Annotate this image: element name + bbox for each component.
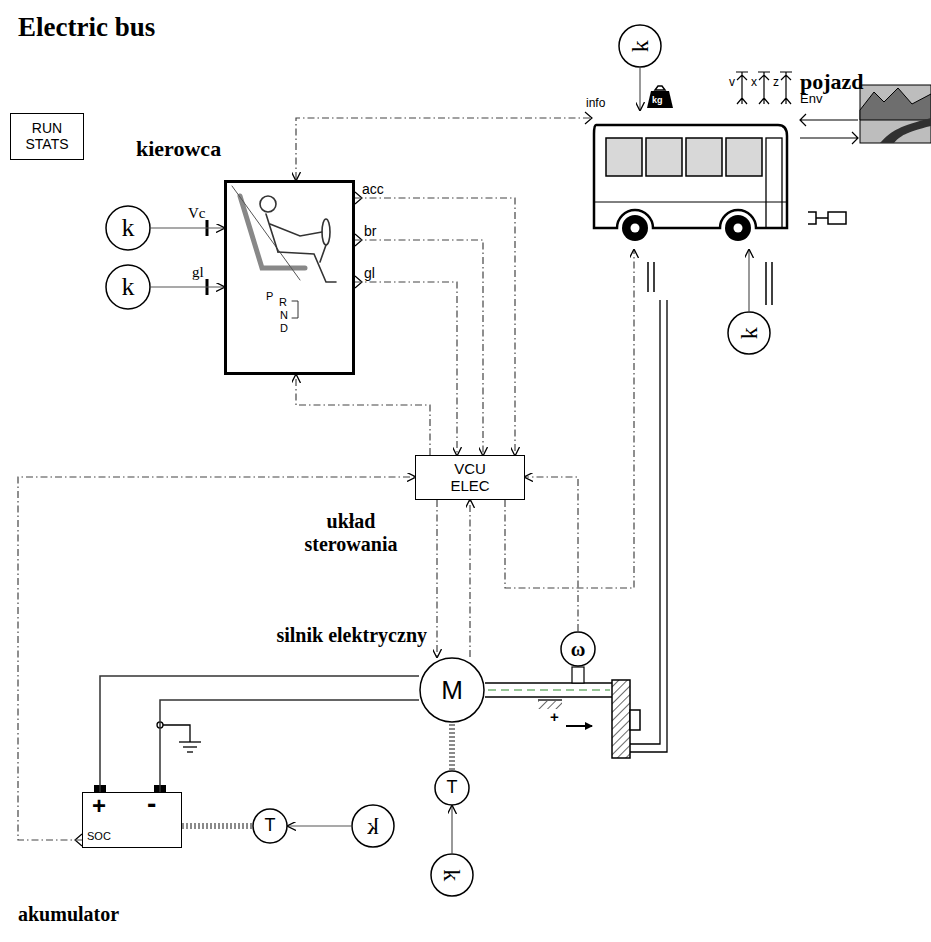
node-label: k (367, 813, 379, 839)
constant-source: k (618, 24, 662, 68)
signal-line (288, 825, 351, 826)
constant-source: k (727, 311, 771, 355)
node-label: k (736, 327, 762, 339)
wheel-port (648, 262, 772, 305)
node-label: VCU ELEC (450, 461, 489, 494)
node-label: T (265, 816, 276, 836)
port-name: br (364, 223, 376, 239)
temperature-source: T (252, 808, 288, 844)
node-label: ω (571, 638, 586, 660)
sensor-port (736, 72, 792, 104)
landscape-picture (860, 85, 931, 143)
environment-link (800, 114, 858, 144)
bearing-symbol (538, 701, 562, 709)
node-label: k (122, 273, 135, 302)
node-label: RUN STATS (25, 121, 68, 152)
power-wire (100, 676, 419, 792)
control-unit-box: VCU ELEC (415, 455, 525, 500)
section-heading: akumulator (18, 903, 119, 926)
gear-position: R (279, 296, 287, 309)
signal-line (505, 250, 634, 588)
section-heading: silnik elektryczny (215, 624, 427, 647)
port-name: z (773, 76, 779, 90)
mechanical-link (630, 300, 667, 752)
input-port (206, 220, 209, 295)
signal-line (296, 375, 430, 455)
constant-source: k (351, 804, 395, 848)
constant-source: k (430, 853, 474, 897)
signal-line (525, 477, 578, 631)
power-wire (160, 700, 419, 792)
signal-line (151, 286, 224, 287)
gear-position: P (266, 290, 273, 303)
constant-source: k (105, 264, 151, 310)
port-name: gl (364, 265, 375, 281)
constant-source: k (105, 205, 151, 251)
direction-sign: + (550, 708, 559, 725)
vehicle-block: pojazd (590, 110, 790, 250)
gear-position: D (280, 322, 288, 335)
signal-line (469, 500, 470, 657)
signal-line (355, 282, 457, 455)
node-heading: SOC (87, 830, 111, 842)
battery-box: + - SOC (82, 792, 182, 848)
signal-line (436, 500, 437, 657)
thermal-link (449, 723, 455, 770)
port-name: acc (362, 181, 384, 197)
port-name: info (586, 97, 605, 111)
signal-line (296, 118, 590, 180)
driver-figure (232, 186, 336, 318)
port-name: x (751, 76, 757, 90)
node-heading: pojazd (800, 70, 864, 94)
node-label: k (122, 214, 135, 243)
direction-arrow (566, 725, 592, 727)
node-heading: + (92, 793, 106, 819)
speed-sensor: ω (560, 631, 596, 667)
driver-block: kierowca (224, 180, 355, 375)
signal-name: Vc (188, 205, 206, 222)
signal-line (748, 250, 749, 311)
bus-connector (808, 212, 846, 224)
bus-outline (590, 110, 790, 250)
port-name: v (729, 76, 735, 90)
motor-circle: M (419, 657, 485, 723)
gear-symbol (612, 680, 640, 758)
signal-line (451, 806, 452, 853)
mass-icon (647, 86, 673, 108)
signal-line (151, 227, 224, 228)
temperature-source: T (434, 770, 470, 806)
ground-symbol (157, 722, 201, 752)
node-label: k (439, 869, 465, 881)
thermal-link (182, 823, 252, 829)
run-stats-box: RUN STATS (10, 113, 84, 160)
node-heading: - (147, 789, 156, 820)
diagram-title: Electric bus (18, 12, 155, 43)
motor-shaft (485, 667, 612, 697)
node-label: k (627, 40, 653, 52)
signal-line (639, 68, 640, 110)
mass-label: kg (652, 95, 663, 105)
signal-line (355, 240, 483, 455)
section-heading: układ sterowania (290, 510, 412, 556)
node-heading: kierowca (136, 137, 221, 161)
signal-name: gl (192, 264, 204, 281)
port-name: Env (800, 92, 822, 107)
signal-line (18, 477, 415, 840)
node-label: T (447, 778, 458, 798)
node-label: M (441, 676, 463, 705)
gear-position: N (280, 309, 288, 322)
signal-line (355, 198, 515, 455)
